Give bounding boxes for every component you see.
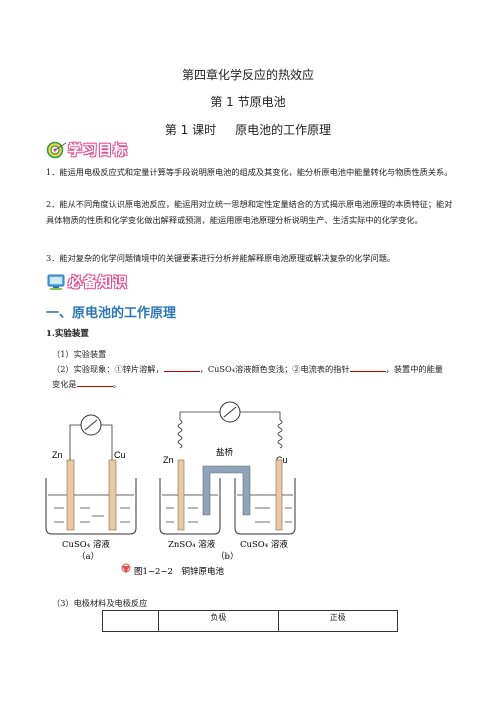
- table-header-positive: 正极: [277, 610, 399, 632]
- goal-2: 2．能从不同角度认识原电池反应，能运用对立统一思想和定性定量结合的方式揭示原电池…: [46, 199, 453, 225]
- section-heading: 一、原电池的工作原理: [46, 306, 177, 321]
- zn-electrode-b: [177, 459, 185, 531]
- goal-3: 3．能对复杂的化学问题情境中的关键要素进行分析并能解释原电池原理或解决复杂的化学…: [46, 253, 396, 263]
- lesson-title: 第 1 课时 原电池的工作原理: [0, 121, 496, 138]
- cell-a: Zn Cu CuSO₄ 溶液 （a）: [45, 414, 137, 562]
- caption-marker-icon: [122, 566, 130, 573]
- knowledge-banner-label: 必备知识: [68, 275, 128, 291]
- wire-coil-right: [277, 419, 283, 449]
- subheading-apparatus: 1.实验装置: [46, 329, 89, 339]
- table-header-negative: 负极: [158, 610, 279, 632]
- salt-bridge-label: 盐桥: [216, 447, 234, 458]
- section-title: 第 1 节原电池: [210, 95, 286, 109]
- cell-b-zn-label: Zn: [163, 455, 174, 465]
- knowledge-banner: 必备知识: [46, 272, 128, 292]
- blank-field[interactable]: [349, 362, 386, 372]
- cell-b-solution-right: CuSO₄ 溶液: [240, 539, 288, 550]
- blank-field[interactable]: [76, 377, 113, 387]
- blank-field[interactable]: [163, 362, 200, 372]
- cell-a-cu-label: Cu: [114, 450, 126, 460]
- cell-a-tag: （a）: [77, 551, 99, 562]
- monitor-icon: [47, 274, 65, 290]
- cu-electrode-b: [275, 459, 283, 531]
- goals-banner-label: 学习目标: [68, 143, 128, 159]
- chapter-title: 第四章化学反应的热效应: [181, 68, 314, 82]
- item-apparatus: （1）实验装置: [52, 349, 107, 359]
- cell-b-tag: （b）: [216, 551, 238, 562]
- target-icon: [46, 141, 67, 159]
- lesson-number: 第 1 课时: [164, 123, 217, 137]
- item-phenomenon-cont: 变化是。: [52, 377, 121, 389]
- cu-electrode-a: [108, 459, 117, 531]
- table-header-cell: [101, 610, 160, 632]
- salt-bridge: [202, 465, 251, 516]
- cell-a-solution: CuSO₄ 溶液: [62, 539, 110, 550]
- lesson-name: 原电池的工作原理: [235, 123, 332, 137]
- electrode-table: 负极 正极: [101, 610, 399, 632]
- figure-caption: 图1−2−2 铜锌原电池: [134, 566, 224, 577]
- goal-1: 1．能运用电极反应式和定量计算等手段说明原电池的组成及其变化，能分析原电池中能量…: [46, 167, 453, 177]
- zn-electrode-a: [66, 459, 75, 531]
- cell-b: Zn Cu 盐桥 ZnSO₄ 溶液 CuSO₄ 溶液 （b）: [159, 401, 296, 562]
- wire-coil-left: [177, 419, 183, 449]
- galvanic-cell-figure: Zn Cu CuSO₄ 溶液 （a） Zn Cu 盐桥: [45, 401, 296, 577]
- cell-b-solution-left: ZnSO₄ 溶液: [168, 539, 216, 550]
- item-electrode-materials: （3）电极材料及电极反应: [52, 598, 148, 608]
- goals-banner: 学习目标: [46, 140, 128, 160]
- cell-a-zn-label: Zn: [52, 450, 63, 460]
- table-row: 负极 正极: [101, 610, 399, 632]
- item-phenomenon: （2）实验现象：①锌片溶解，，CuSO₄溶液颜色变浅；②电流表的指针，装置中的能…: [52, 362, 443, 374]
